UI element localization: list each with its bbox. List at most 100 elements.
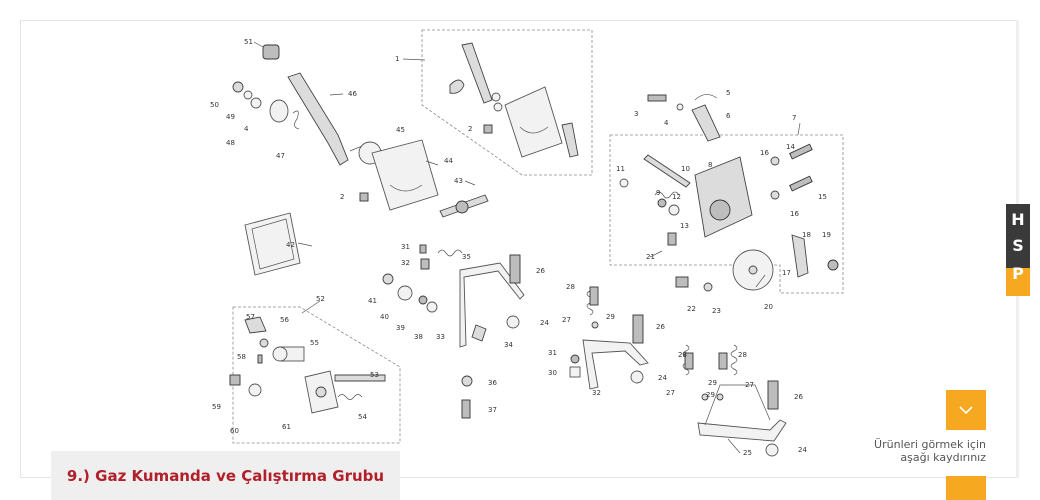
callout: 10: [681, 165, 690, 173]
callout: 50: [210, 101, 219, 109]
section-title-box: 9.) Gaz Kumanda ve Çalıştırma Grubu: [51, 451, 400, 500]
part-nut-29b: [701, 393, 709, 401]
part-plate-hole: [748, 265, 758, 275]
part-throttle-lever: [287, 72, 349, 166]
exploded-parts-diagram: 1 2 2 3 4 4 5 6 7 8 9 10 11 12 13 14 15 …: [210, 29, 844, 457]
section-title: 9.) Gaz Kumanda ve Çalıştırma Grubu: [66, 466, 385, 485]
part-washer-13: [668, 204, 680, 216]
part-stud-31: [419, 244, 427, 254]
callout: 11: [616, 165, 625, 173]
part-bolt-3: [647, 94, 667, 102]
part-bush-39: [418, 295, 428, 305]
part-cover-plate: [504, 86, 563, 158]
callout: 14: [786, 143, 795, 151]
callout: 2: [340, 193, 344, 201]
callout: 16: [790, 210, 799, 218]
callout: 43: [454, 177, 463, 185]
part-bolt-21: [667, 232, 677, 246]
part-spring-54: [337, 394, 363, 400]
part-bush: [491, 92, 501, 102]
part-bolt-28: [589, 286, 599, 306]
part-shaft-collar: [455, 200, 469, 214]
callout: 18: [802, 231, 811, 239]
brand-letter: H: [1011, 210, 1025, 229]
part-lever-57: [244, 316, 267, 334]
callout: 9: [656, 189, 660, 197]
brand-accent: [1006, 268, 1030, 296]
part-washer-12: [657, 198, 667, 208]
part-spring-9: [654, 191, 680, 199]
part-screw-2b: [359, 192, 369, 202]
callout: 19: [822, 231, 831, 239]
part-nut-16: [770, 156, 780, 166]
callout: 27: [745, 381, 754, 389]
callout: 34: [504, 341, 513, 349]
brand-letter: S: [1012, 236, 1024, 255]
callout: 29: [708, 379, 717, 387]
callout: 59: [212, 403, 221, 411]
callout: 23: [712, 307, 721, 315]
part-gasket-42: [244, 212, 301, 276]
part-bolt-28c: [718, 352, 728, 370]
part-cover-plate-44: [371, 139, 439, 211]
scroll-hint-line1: Ürünleri görmek için: [874, 438, 986, 451]
part-stud-32: [420, 258, 430, 270]
callout: 26: [536, 267, 545, 275]
part-spring-5: [694, 94, 718, 101]
callout: 37: [488, 406, 497, 414]
part-nut: [232, 81, 244, 93]
callout: 27: [562, 316, 571, 324]
callout: 51: [244, 38, 253, 46]
callout: 54: [358, 413, 367, 421]
callout: 24: [798, 446, 807, 454]
callout: 24: [658, 374, 667, 382]
part-washer-24: [506, 315, 520, 329]
part-screw-2: [483, 124, 493, 134]
part-plate-32: [582, 339, 649, 390]
callout: 1: [395, 55, 399, 63]
part-washer-24b: [630, 370, 644, 384]
callout: 55: [310, 339, 319, 347]
callout: 32: [401, 259, 410, 267]
part-bolt-26c: [767, 380, 779, 410]
group-outline-1: [421, 29, 593, 176]
part-lever-17: [791, 234, 809, 278]
scroll-down-button[interactable]: [946, 390, 986, 430]
part-pin-58: [257, 354, 263, 364]
part-bolt-22: [675, 276, 689, 288]
part-arm-6: [691, 104, 721, 142]
callout: 58: [237, 353, 246, 361]
callout: 3: [634, 110, 638, 118]
callout: 46: [348, 90, 357, 98]
part-housing-8: [694, 156, 753, 238]
callout: 28: [738, 351, 747, 359]
callout: 25: [743, 449, 752, 457]
part-clip: [449, 79, 465, 94]
brand-tab[interactable]: H S P: [1006, 204, 1030, 296]
part-ring-11: [619, 178, 629, 188]
callout: 13: [680, 222, 689, 230]
callout: 29: [706, 391, 715, 399]
callout: 40: [380, 313, 389, 321]
callout: 60: [230, 427, 239, 435]
callout: 22: [687, 305, 696, 313]
callout: 27: [666, 389, 675, 397]
callout: 39: [396, 324, 405, 332]
callout: 47: [276, 152, 285, 160]
diagram-frame: [20, 20, 1018, 478]
part-washer-24c: [765, 443, 779, 457]
scroll-hint-line2: aşağı kaydırınız: [900, 451, 986, 464]
part-washer-60: [248, 383, 262, 397]
part-bracket-33: [459, 262, 525, 348]
callout: 24: [540, 319, 549, 327]
callout: 49: [226, 113, 235, 121]
part-bolt-26b: [632, 314, 644, 344]
part-spring: [269, 99, 289, 123]
callout: 8: [708, 161, 712, 169]
part-shaft-end: [272, 346, 288, 362]
part-bush: [493, 102, 503, 112]
part-washer: [250, 97, 262, 109]
part-nut-16b: [770, 190, 780, 200]
part-bolt-26: [509, 254, 521, 284]
callout: 5: [726, 89, 730, 97]
